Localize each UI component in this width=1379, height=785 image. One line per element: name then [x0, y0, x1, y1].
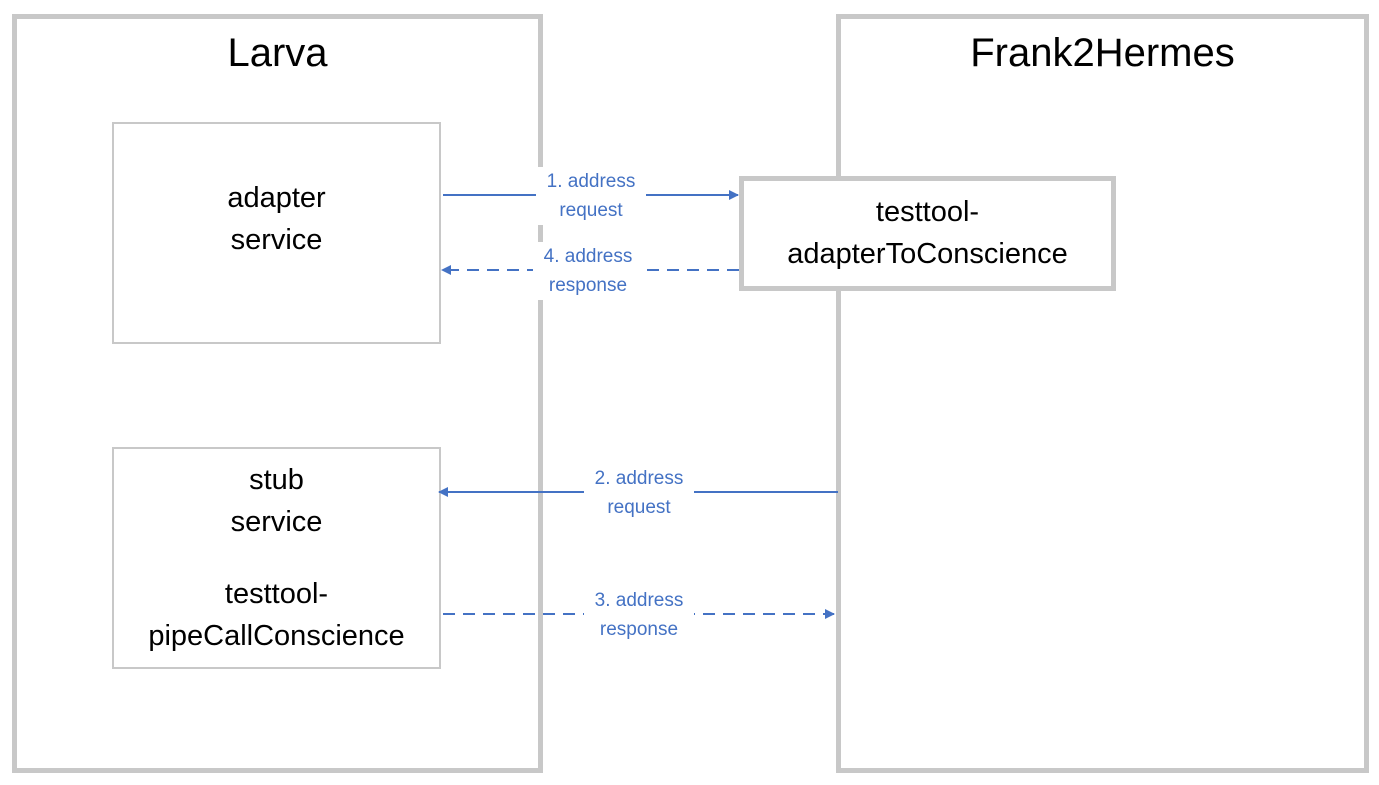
step3-label-line1: 3. address: [594, 590, 684, 611]
step2-label-line2: request: [607, 497, 671, 518]
step3-label-line2: response: [599, 619, 679, 640]
adapter-to-conscience-line1: testtool-: [875, 196, 980, 228]
pipe-call-conscience-label: testtool- pipeCallConscience: [114, 573, 439, 657]
adapter-to-conscience-line2: adapterToConscience: [787, 238, 1068, 270]
pipe-call-conscience-line2: pipeCallConscience: [148, 620, 405, 652]
step2-label: 2. address request: [584, 464, 694, 522]
larva-lane-title: Larva: [227, 31, 328, 75]
step4-label-line1: 4. address: [543, 246, 633, 267]
adapter-service-box: adapter service: [112, 122, 441, 344]
frank2hermes-lane: Frank2Hermes: [836, 14, 1369, 773]
stub-service-line2: service: [230, 506, 323, 538]
adapter-to-conscience-box: testtool- adapterToConscience: [739, 176, 1116, 291]
adapter-service-label: adapter service: [114, 177, 439, 261]
adapter-service-line2: service: [230, 224, 323, 256]
step1-label: 1. address request: [536, 167, 646, 225]
step2-label-line1: 2. address: [594, 468, 684, 489]
step4-label: 4. address response: [533, 242, 643, 300]
stub-service-label: stub service: [114, 459, 439, 543]
step1-label-line1: 1. address: [546, 171, 636, 192]
step1-label-line2: request: [559, 200, 623, 221]
step3-label: 3. address response: [584, 586, 694, 644]
pipe-call-conscience-line1: testtool-: [224, 578, 329, 610]
adapter-service-line1: adapter: [227, 182, 326, 214]
adapter-to-conscience-label: testtool- adapterToConscience: [744, 191, 1111, 275]
step4-label-line2: response: [548, 275, 628, 296]
stub-service-box: stub service testtool- pipeCallConscienc…: [112, 447, 441, 669]
frank2hermes-lane-title: Frank2Hermes: [970, 31, 1235, 75]
stub-service-line1: stub: [249, 464, 304, 496]
larva-lane: Larva: [12, 14, 543, 773]
